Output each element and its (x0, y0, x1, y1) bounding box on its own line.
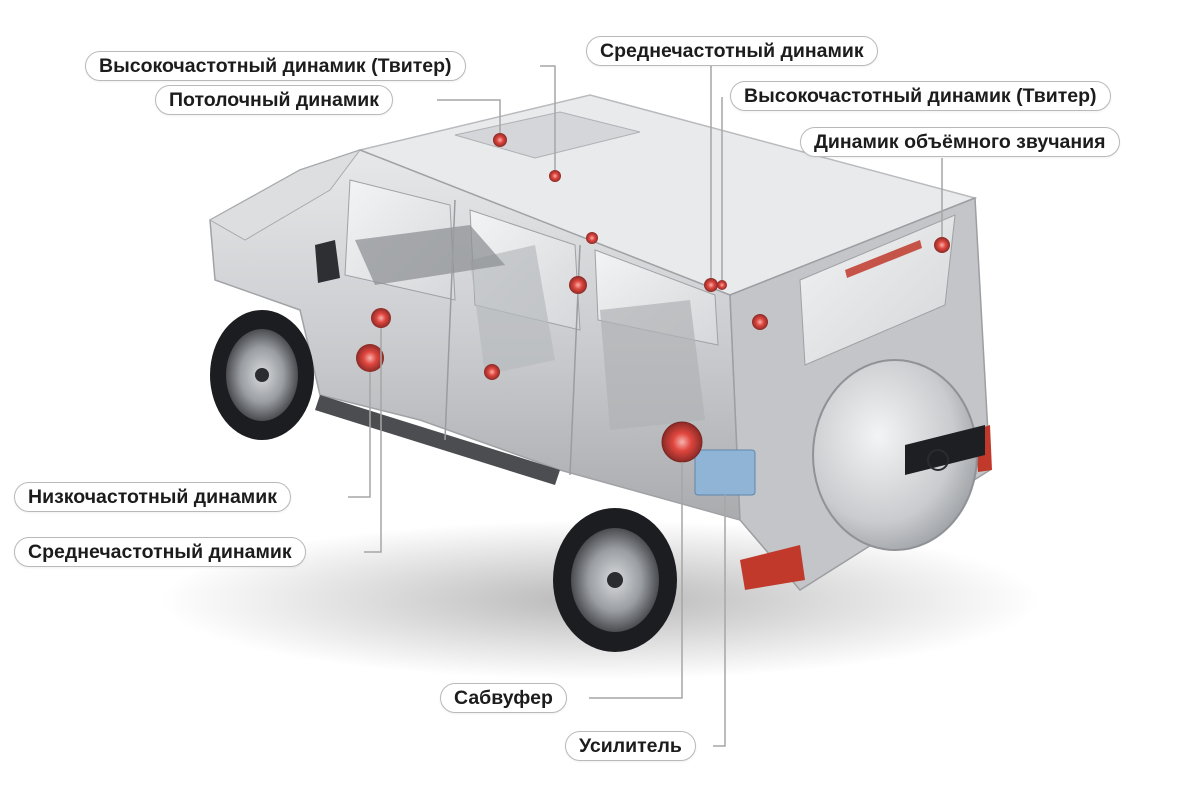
speaker-rear-door-2 (484, 364, 500, 380)
dashboard (355, 225, 505, 285)
callout-amplifier: Усилитель (565, 731, 696, 761)
speaker-midrange-left (371, 308, 391, 328)
leader-lines (348, 65, 943, 747)
callout-subwoofer: Сабвуфер (440, 683, 567, 713)
amplifier-unit (694, 449, 756, 496)
leader-woofer (348, 372, 371, 498)
brand-emblem (927, 449, 949, 471)
subwoofer-speaker (661, 421, 703, 463)
callout-midrange-top: Среднечастотный динамик (586, 36, 878, 66)
speaker-front-pillar (586, 232, 598, 244)
leader-ceiling (437, 99, 501, 133)
rear-window (799, 214, 956, 366)
speaker-midrange-top (704, 278, 718, 292)
callout-woofer: Низкочастотный динамик (14, 482, 291, 512)
hood (208, 149, 362, 241)
spare-wheel-cover (812, 359, 985, 551)
callout-surround-speaker: Динамик объёмного звучания (800, 127, 1120, 157)
high-brake-light (845, 240, 922, 278)
front-wheel (210, 310, 314, 440)
callout-midrange-left: Среднечастотный динамик (14, 537, 306, 567)
leader-subwoofer (589, 462, 683, 699)
speaker-rear-pillar (752, 314, 768, 330)
front-seat (470, 245, 555, 375)
leader-amplifier (713, 495, 726, 747)
callout-ceiling-speaker: Потолочный динамик (155, 85, 394, 115)
speaker-surround (934, 237, 950, 253)
tail-light-left (740, 545, 805, 590)
speaker-ceiling (493, 133, 507, 147)
side-mirror (315, 240, 340, 283)
rear-wheel (553, 508, 677, 652)
speaker-woofer (356, 344, 384, 372)
rear-seat (600, 300, 705, 430)
car-body (208, 94, 992, 591)
callout-tweeter-left: Высокочастотный динамик (Твитер) (85, 51, 466, 81)
speaker-rear-door-1 (569, 276, 587, 294)
callout-tweeter-right: Высокочастотный динамик (Твитер) (730, 81, 1111, 111)
speaker-tweeter-right (717, 280, 727, 290)
speaker-tweeter-left (549, 170, 561, 182)
door-line-1 (444, 199, 456, 441)
leader-midrange-left (364, 328, 382, 553)
running-board (315, 395, 560, 485)
leader-tweeter-left (540, 65, 556, 170)
speaker-markers (356, 133, 950, 380)
